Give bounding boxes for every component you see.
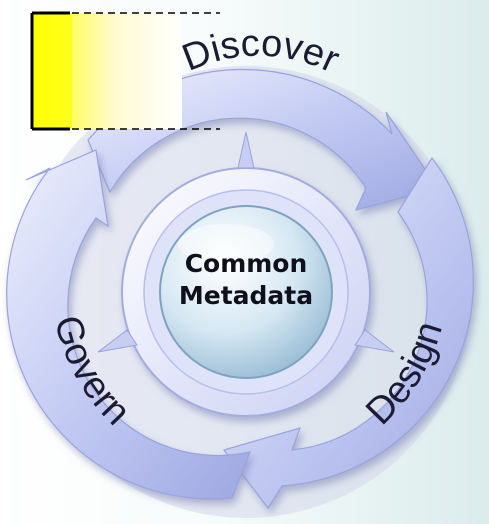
govern-arc-arrow	[6, 149, 251, 500]
hub-label-line2: Metadata	[179, 281, 313, 310]
hub-sphere	[159, 205, 333, 379]
hub-label-line1: Common	[185, 249, 308, 278]
design-arc-arrow	[222, 156, 474, 510]
legend-swatch	[30, 11, 220, 131]
